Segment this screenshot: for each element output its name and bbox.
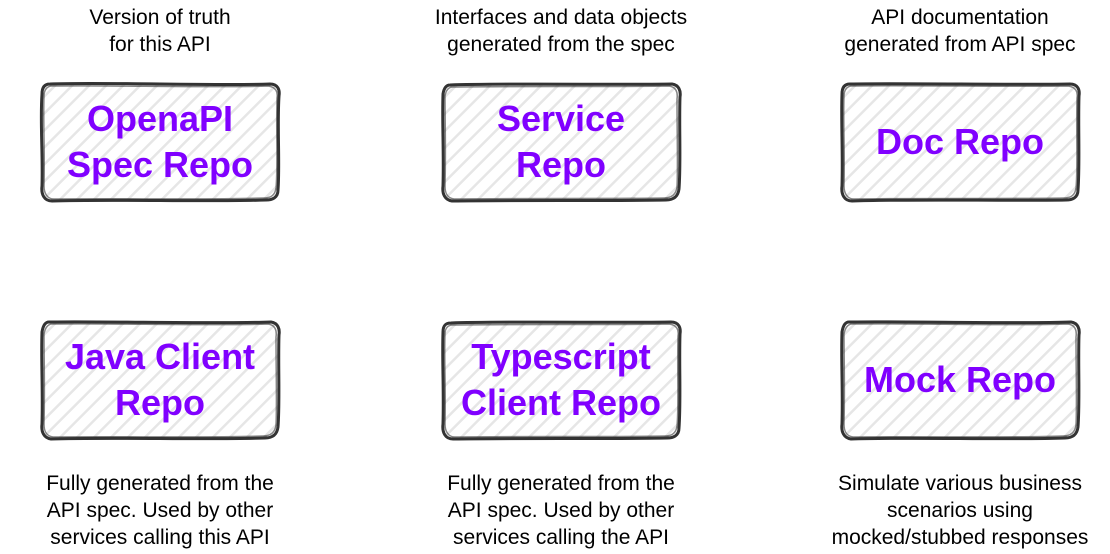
node-doc-caption: API documentation generated from API spe… <box>844 6 1076 56</box>
node-typescript-label: Typescript Client Repo <box>460 336 661 423</box>
mock-repo-box[interactable]: Mock Repo <box>840 320 1081 441</box>
node-service-caption: Interfaces and data objects generated fr… <box>434 6 688 56</box>
typescript-client-repo-box[interactable]: Typescript Client Repo <box>441 320 682 441</box>
doc-repo-box[interactable]: Doc Repo <box>840 82 1081 203</box>
java-client-repo-box[interactable]: Java Client Repo <box>40 320 281 441</box>
node-openapi-label: OpenaPI Spec Repo <box>66 98 254 185</box>
node-service-label: Service Repo <box>496 98 626 185</box>
openapi-spec-repo-box[interactable]: OpenaPI Spec Repo <box>39 81 281 203</box>
node-openapi-caption: Version of truth for this API <box>89 6 231 56</box>
sketch-box-shape <box>840 82 1081 203</box>
node-mock-label: Mock Repo <box>863 359 1057 400</box>
node-java-caption: Fully generated from the API spec. Used … <box>46 472 274 549</box>
sketch-box-shape <box>441 82 682 203</box>
node-java-label: Java Client Repo <box>64 336 256 423</box>
node-typescript-caption: Fully generated from the API spec. Used … <box>447 472 675 549</box>
sketch-box-shape <box>40 320 281 441</box>
sketch-box-shape <box>39 81 281 203</box>
sketch-box-shape <box>840 320 1081 441</box>
node-doc-label: Doc Repo <box>875 121 1044 162</box>
sketch-box-shape <box>441 320 682 441</box>
service-repo-box[interactable]: Service Repo <box>441 82 682 203</box>
node-mock-caption: Simulate various business scenarios usin… <box>831 472 1089 549</box>
